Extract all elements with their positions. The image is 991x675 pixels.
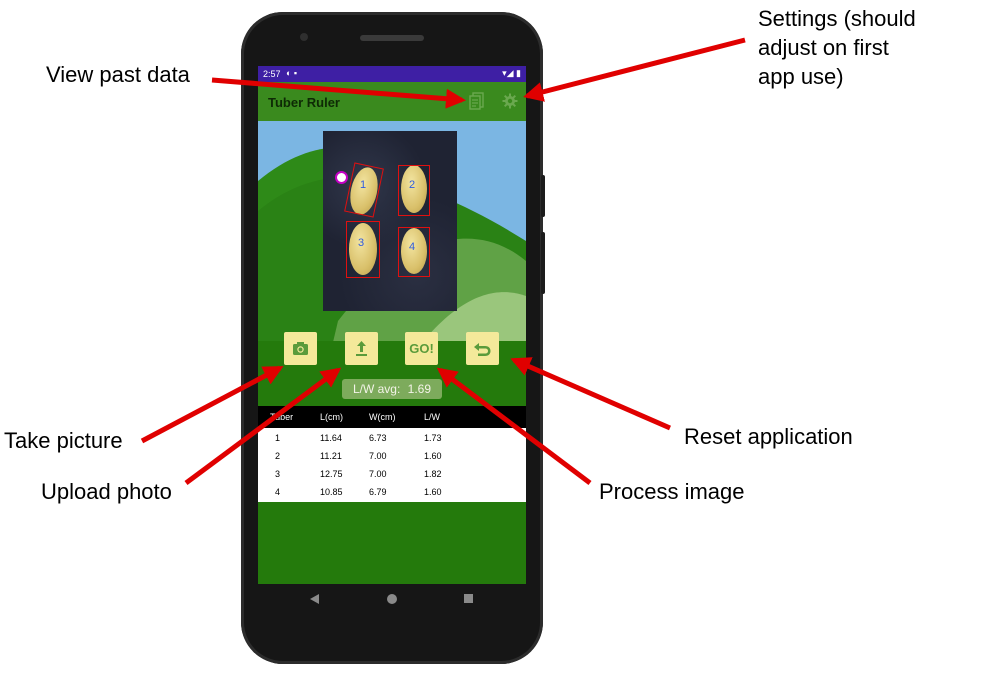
column-header-length: L(cm)	[320, 412, 343, 422]
view-past-data-callout: View past data	[46, 62, 190, 87]
camera-icon	[293, 342, 308, 355]
tuber-label: 3	[358, 237, 365, 249]
lw-average-value: 1.69	[407, 382, 432, 396]
system-nav-bar	[310, 594, 473, 604]
tuber-shape	[349, 223, 377, 275]
cell-tuber: 1	[275, 433, 281, 443]
arrow-settings	[523, 37, 746, 102]
photo-background	[323, 131, 457, 311]
column-header-tuber: Tuber	[270, 412, 294, 422]
cell-ratio: 1.60	[424, 487, 442, 497]
cell-tuber: 2	[275, 451, 281, 461]
column-header-ratio: L/W	[424, 412, 441, 422]
detection-box	[346, 221, 380, 278]
cell-width: 7.00	[369, 451, 387, 461]
results-table-body: 1 11.64 6.73 1.73 2 11.21 7.00 1.60 3 12…	[258, 428, 526, 502]
lw-average-badge: L/W avg: 1.69	[342, 379, 442, 399]
back-icon[interactable]	[310, 594, 319, 604]
process-button-label: GO!	[409, 341, 434, 356]
reset-button[interactable]	[466, 332, 499, 365]
cell-length: 12.75	[320, 469, 343, 479]
earpiece-speaker	[360, 35, 424, 41]
cell-ratio: 1.82	[424, 469, 442, 479]
cell-length: 10.85	[320, 487, 343, 497]
cell-ratio: 1.60	[424, 451, 442, 461]
settings-callout-line-1: Settings (should	[758, 6, 916, 31]
calibration-marker	[335, 171, 348, 184]
cell-length: 11.64	[320, 433, 342, 443]
app-screen: 2:57 ◐ ▪ ▾◢ ▮ Tuber Ruler	[258, 66, 526, 584]
cell-tuber: 3	[275, 469, 281, 479]
detection-box	[398, 165, 430, 216]
column-header-width: W(cm)	[369, 412, 396, 422]
status-bar: 2:57 ◐ ▪ ▾◢ ▮	[258, 66, 526, 82]
tuber-label: 4	[409, 241, 416, 253]
cell-width: 6.73	[369, 433, 387, 443]
status-time: 2:57	[263, 69, 281, 79]
front-camera	[300, 33, 308, 41]
cell-width: 6.79	[369, 487, 387, 497]
cell-length: 11.21	[320, 451, 342, 461]
cell-width: 7.00	[369, 469, 387, 479]
settings-callout-line-3: app use)	[758, 64, 844, 89]
power-button	[541, 175, 545, 217]
tuber-label: 1	[360, 179, 367, 191]
settings-callout-line-2: adjust on first	[758, 35, 889, 60]
tuber-shape	[401, 165, 427, 213]
cell-ratio: 1.73	[424, 433, 442, 443]
upload-icon	[356, 341, 367, 356]
upload-photo-button[interactable]	[345, 332, 378, 365]
gear-icon[interactable]	[502, 93, 518, 109]
status-system-icons: ▾◢ ▮	[502, 68, 521, 78]
process-image-button[interactable]: GO!	[405, 332, 438, 365]
recents-icon[interactable]	[464, 594, 473, 603]
reset-icon	[474, 343, 491, 356]
tuber-shape	[401, 228, 427, 274]
take-picture-button[interactable]	[284, 332, 317, 365]
status-notification-icons: ◐ ▪	[286, 68, 298, 78]
app-title: Tuber Ruler	[268, 95, 340, 110]
take-picture-callout: Take picture	[4, 428, 123, 453]
tuber-label: 2	[409, 179, 416, 191]
lw-average-label: L/W avg:	[352, 382, 401, 396]
volume-button	[541, 232, 545, 294]
process-image-callout: Process image	[599, 479, 745, 504]
tuber-photo: 1 2 3 4	[323, 131, 457, 311]
app-bar: Tuber Ruler	[258, 82, 526, 121]
detection-box	[398, 227, 430, 277]
hero-background: 1 2 3 4 GO!	[258, 121, 526, 406]
upload-photo-callout: Upload photo	[41, 479, 172, 504]
results-table-header: Tuber L(cm) W(cm) L/W	[258, 406, 526, 428]
lower-background	[258, 502, 526, 584]
cell-tuber: 4	[275, 487, 281, 497]
settings-callout: Settings (should adjust on first app use…	[758, 4, 916, 91]
reset-application-callout: Reset application	[684, 424, 853, 449]
home-icon[interactable]	[387, 594, 397, 604]
history-icon[interactable]	[469, 92, 485, 110]
